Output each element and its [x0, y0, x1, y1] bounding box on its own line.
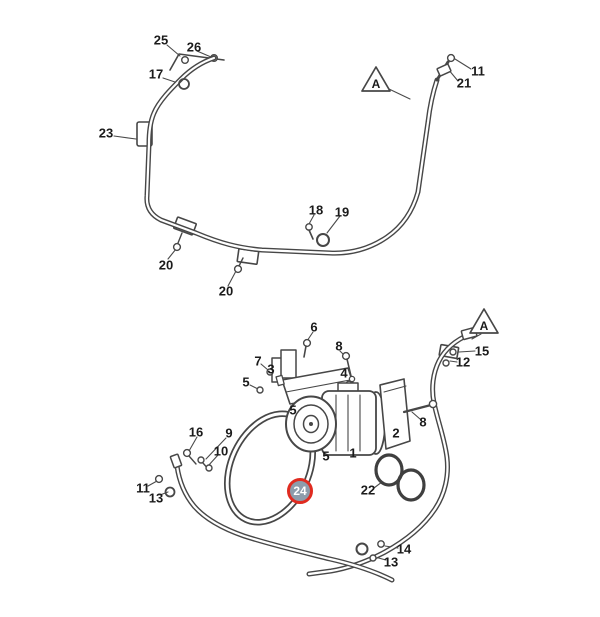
callout-19[interactable]: 19	[334, 204, 350, 220]
callout-11[interactable]: 11	[471, 63, 485, 79]
callout-14[interactable]: 14	[396, 541, 412, 557]
hose-clamp	[355, 542, 369, 556]
callout-23[interactable]: 23	[98, 125, 114, 141]
callout-11[interactable]: 11	[136, 480, 150, 496]
callout-26[interactable]: 26	[186, 39, 202, 55]
bolt	[182, 448, 192, 458]
washer	[348, 375, 356, 383]
bracket	[379, 378, 411, 450]
datum-triangle-icon	[361, 66, 391, 92]
callout-3[interactable]: 3	[267, 361, 275, 377]
bolt	[154, 474, 164, 484]
callout-16[interactable]: 16	[188, 424, 204, 440]
callout-8[interactable]: 8	[419, 414, 427, 430]
callout-13[interactable]: 13	[148, 490, 164, 506]
callout-1[interactable]: 1	[349, 445, 357, 461]
callout-5[interactable]: 5	[322, 448, 330, 464]
washer	[266, 368, 274, 376]
bottom-hose-assembly	[154, 308, 499, 583]
bolt	[205, 464, 213, 472]
callout-20[interactable]: 20	[218, 283, 234, 299]
bolt	[180, 56, 189, 65]
bolt	[233, 264, 243, 274]
callout-10[interactable]: 10	[213, 443, 229, 459]
callout-4[interactable]: 4	[340, 365, 348, 381]
bolt	[302, 338, 312, 348]
callout-21[interactable]: 21	[456, 75, 472, 91]
bolt	[172, 242, 182, 252]
datum-marker-label: A	[479, 319, 489, 333]
callout-12[interactable]: 12	[455, 354, 471, 370]
bolt	[442, 359, 450, 367]
bolt	[449, 348, 457, 356]
bolt	[446, 53, 456, 63]
callout-8[interactable]: 8	[335, 338, 343, 354]
fitting-nut	[436, 63, 452, 77]
spacer	[275, 374, 285, 387]
bolt	[256, 386, 264, 394]
bolt	[197, 456, 205, 464]
compressor-assembly	[256, 338, 438, 456]
callout-9[interactable]: 9	[225, 425, 233, 441]
callout-13[interactable]: 13	[383, 554, 399, 570]
callout-6[interactable]: 6	[310, 319, 318, 335]
bracket	[280, 349, 297, 379]
bolt	[428, 399, 438, 409]
callout-22[interactable]: 22	[360, 482, 376, 498]
callout-18[interactable]: 18	[308, 202, 324, 218]
hose-clamp	[316, 233, 330, 247]
fitting-nut	[169, 453, 183, 469]
callout-17[interactable]: 17	[148, 66, 164, 82]
top-hose-assembly	[136, 53, 456, 274]
callout-5[interactable]: 5	[242, 374, 250, 390]
hose-clamp	[164, 486, 176, 498]
callout-5[interactable]: 5	[289, 402, 297, 418]
bolt	[341, 351, 351, 361]
datum-triangle-icon	[469, 308, 499, 334]
callout-20[interactable]: 20	[158, 257, 174, 273]
bolt	[369, 554, 377, 562]
callout-25[interactable]: 25	[153, 32, 169, 48]
highlighted-callout-24[interactable]: 24	[287, 478, 313, 504]
callout-7[interactable]: 7	[254, 353, 262, 369]
hose-clamp	[178, 78, 190, 90]
callout-15[interactable]: 15	[474, 343, 490, 359]
bolt	[377, 540, 385, 548]
o-rings	[374, 453, 426, 502]
callout-2[interactable]: 2	[392, 425, 400, 441]
datum-marker-label: A	[371, 77, 381, 91]
